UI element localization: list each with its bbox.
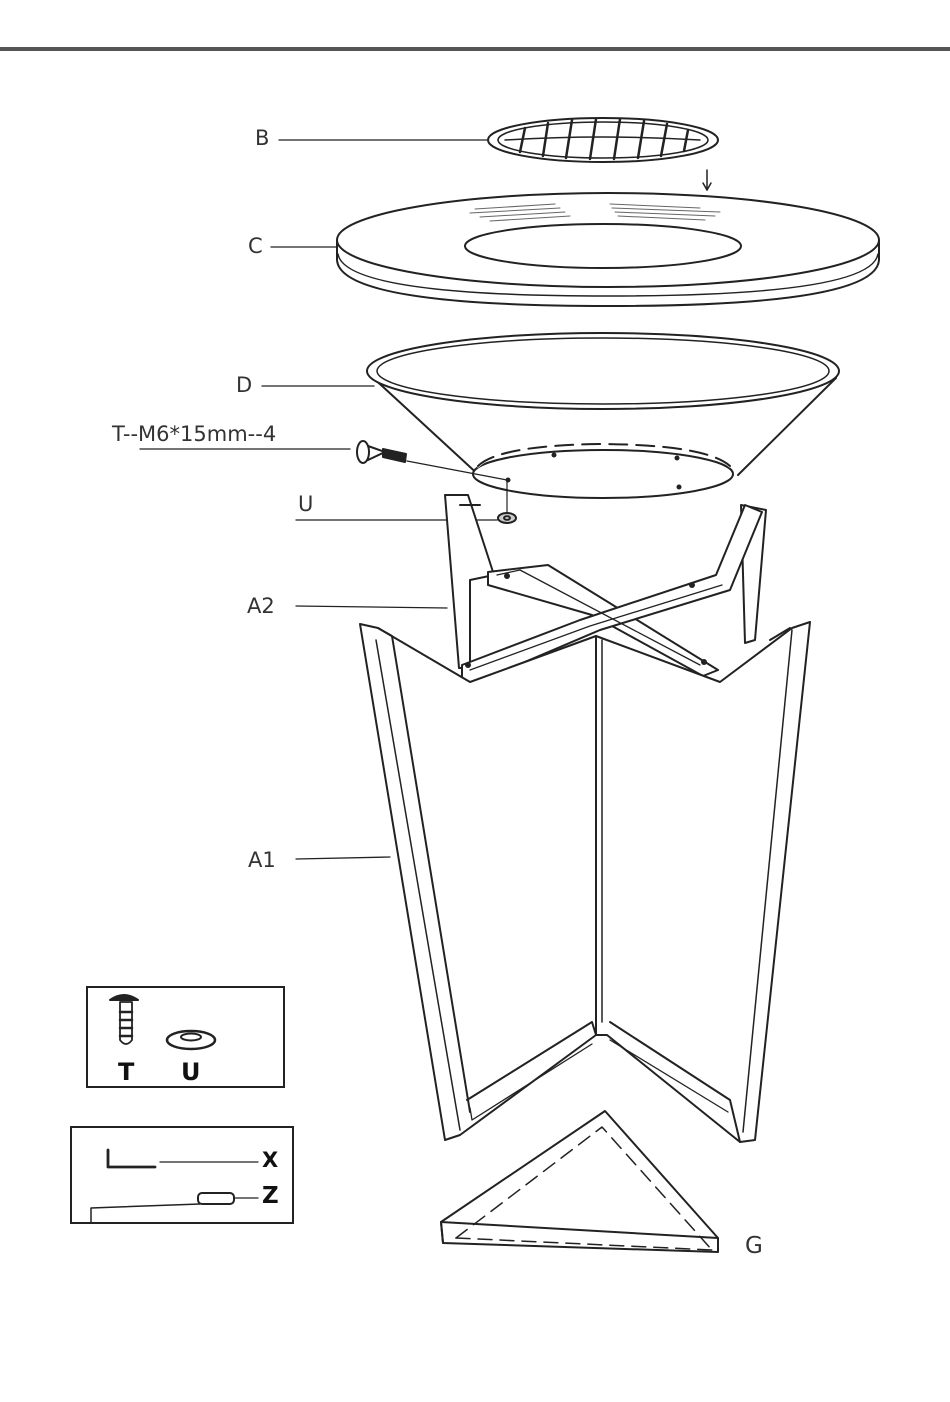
label-part-a1: A1 (248, 850, 276, 871)
label-tool-x: X (262, 1150, 278, 1171)
leader-line-a2 (296, 606, 447, 608)
part-b-grill-grate (488, 118, 718, 162)
label-part-d: D (236, 375, 252, 396)
screw-t-icon (357, 441, 406, 463)
part-c-cooking-plate (337, 193, 879, 306)
label-hardware-u: U (181, 1060, 201, 1084)
label-hardware-t: T (118, 1060, 134, 1084)
label-part-a2: A2 (247, 596, 275, 617)
part-g-base-plate (441, 1111, 718, 1252)
part-a1-front-leg (360, 622, 810, 1142)
down-arrow-icon (703, 170, 711, 190)
part-d-fire-bowl (367, 333, 839, 498)
label-part-u: U (298, 494, 313, 515)
label-part-c: C (248, 236, 263, 257)
label-part-b: B (255, 128, 269, 149)
tools-box (70, 1126, 294, 1224)
leader-line-a1 (296, 857, 390, 859)
label-tool-z: Z (262, 1185, 279, 1208)
label-part-g: G (745, 1235, 763, 1258)
label-screw-spec: T--M6*15mm--4 (112, 424, 276, 445)
